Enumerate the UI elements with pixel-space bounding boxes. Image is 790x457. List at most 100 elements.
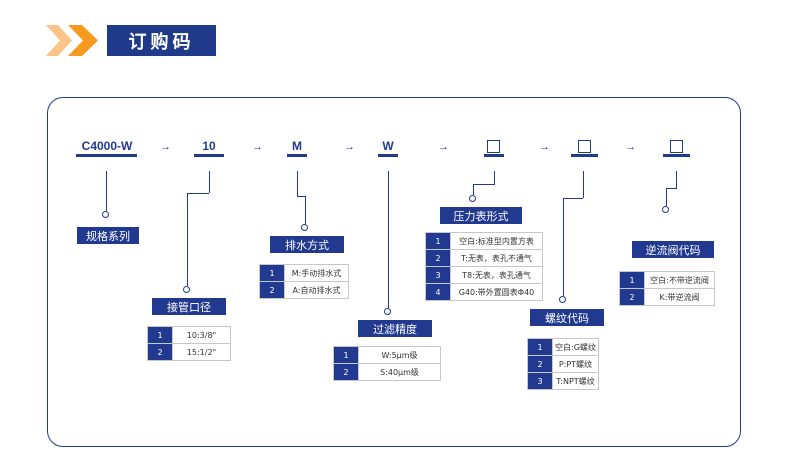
code-series: C4000-W	[81, 139, 133, 153]
label-gauge: 压力表形式	[440, 207, 522, 224]
option-text: 空白:标准型内置方表	[450, 232, 543, 250]
code-underline	[287, 154, 307, 157]
double-chevron-icon	[46, 25, 98, 56]
option-number: 2	[259, 281, 285, 299]
code-underline	[76, 154, 137, 157]
code-underline	[484, 154, 504, 157]
label-check-valve: 逆流阀代码	[632, 241, 714, 258]
connector	[187, 193, 209, 194]
option-number: 1	[259, 264, 285, 282]
option-number: 2	[425, 249, 451, 267]
label-series: 规格系列	[77, 227, 139, 244]
option-number: 2	[147, 343, 173, 361]
page-title: 订购码	[107, 25, 216, 56]
arrow-right-icon: →	[252, 141, 263, 153]
option-text: A:自动排水式	[284, 281, 349, 299]
connector-dot	[662, 206, 669, 213]
option-text: T:无表，表孔不通气	[450, 249, 543, 267]
code-underline	[571, 154, 598, 157]
arrow-right-icon: →	[625, 141, 636, 153]
connector	[666, 188, 667, 206]
connector	[305, 196, 306, 224]
arrow-right-icon: →	[160, 141, 171, 153]
option-text: 15:1/2"	[172, 343, 231, 361]
connector	[666, 188, 677, 189]
connector	[563, 198, 564, 296]
connector	[583, 171, 584, 198]
empty-code-box	[487, 140, 500, 153]
code-underline	[663, 154, 690, 157]
option-text: W:5μm级	[358, 346, 441, 364]
option-number: 1	[425, 232, 451, 250]
connector	[473, 184, 495, 185]
empty-code-box	[578, 140, 591, 153]
connector	[494, 171, 495, 184]
option-number: 2	[619, 288, 645, 306]
connector	[563, 198, 583, 199]
option-text: M:手动排水式	[284, 264, 349, 282]
option-number: 3	[425, 266, 451, 284]
option-text: G40:带外置圆表Φ40	[450, 283, 543, 301]
option-number: 1	[147, 326, 173, 344]
connector	[473, 184, 474, 195]
arrow-right-icon: →	[344, 141, 355, 153]
code-port-size: 10	[202, 139, 216, 153]
option-number: 2	[333, 363, 359, 381]
connector-dot	[102, 211, 109, 218]
option-text: T:NPT螺纹	[552, 372, 599, 390]
connector	[676, 171, 677, 188]
label-filtration: 过滤精度	[358, 320, 432, 337]
code-underline	[378, 154, 398, 157]
connector	[297, 196, 305, 197]
code-underline	[194, 154, 224, 157]
option-text: 空白:G螺纹	[552, 338, 599, 356]
label-thread: 螺纹代码	[530, 309, 604, 326]
connector-dot	[183, 286, 190, 293]
connector	[388, 171, 389, 308]
connector-dot	[384, 308, 391, 315]
connector-dot	[559, 296, 566, 303]
connector	[209, 171, 210, 193]
option-number: 3	[527, 372, 553, 390]
option-text: P:PT螺纹	[552, 355, 599, 373]
option-text: 空白:不带逆流阀	[644, 271, 715, 289]
connector	[106, 171, 107, 211]
connector-dot	[469, 195, 476, 202]
label-drain: 排水方式	[270, 236, 344, 253]
option-text: S:40μm级	[358, 363, 441, 381]
code-drain: M	[292, 139, 302, 153]
option-text: T8:无表，表孔通气	[450, 266, 543, 284]
option-text: 10:3/8"	[172, 326, 231, 344]
option-number: 1	[527, 338, 553, 356]
connector	[187, 193, 188, 286]
connector-dot	[301, 224, 308, 231]
option-number: 4	[425, 283, 451, 301]
option-text: K:带逆流阀	[644, 288, 715, 306]
order-code-frame	[47, 97, 741, 447]
code-filtration: W	[382, 139, 394, 153]
option-number: 2	[527, 355, 553, 373]
label-port-size: 接管口径	[152, 298, 226, 315]
connector	[297, 171, 298, 196]
empty-code-box	[670, 140, 683, 153]
